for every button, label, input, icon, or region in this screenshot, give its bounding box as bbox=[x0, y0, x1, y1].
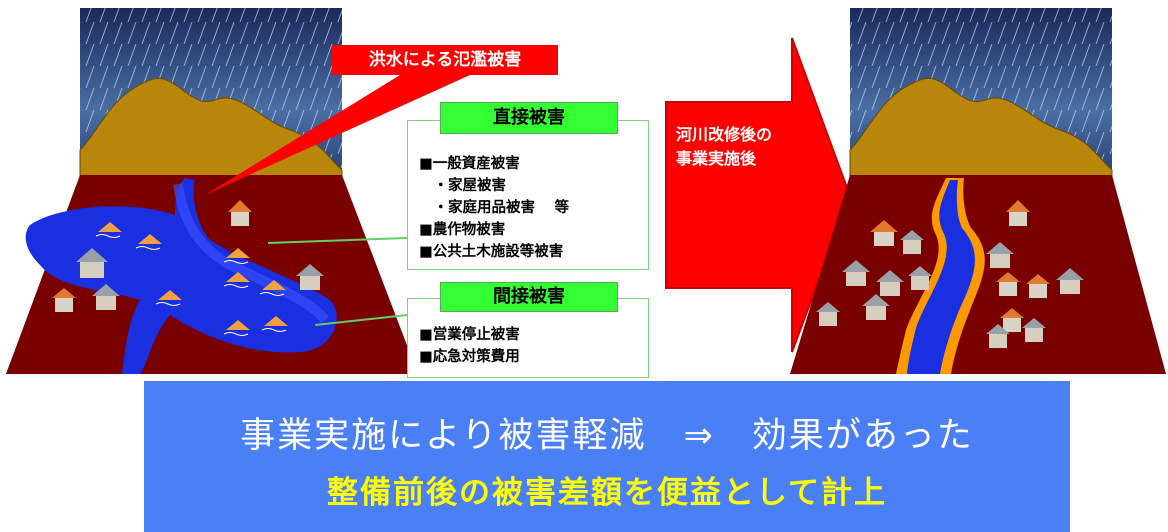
house-icon bbox=[228, 200, 252, 226]
direct-damage-line: ・家屋被害 bbox=[419, 178, 506, 194]
house-icon bbox=[816, 302, 840, 326]
house-icon bbox=[908, 266, 932, 290]
conclusion-line1: 事業実施により被害軽減 ⇒ 効果があった bbox=[240, 416, 974, 456]
direct-damage-line: ・家庭用品被害 等 bbox=[419, 200, 570, 216]
house-icon bbox=[876, 270, 904, 296]
submerged-house-icon bbox=[261, 316, 288, 332]
house-icon bbox=[1026, 274, 1050, 298]
flood-water bbox=[25, 178, 337, 374]
house-icon bbox=[92, 284, 120, 310]
house-icon bbox=[52, 288, 76, 312]
house-icon bbox=[76, 248, 108, 278]
indirect-damage-line: ■営業停止被害 bbox=[419, 327, 520, 343]
improved-river bbox=[907, 180, 975, 374]
house-icon bbox=[296, 264, 324, 290]
submerged-house-icon bbox=[223, 272, 250, 288]
conclusion-banner: 事業実施により被害軽減 ⇒ 効果があった 整備前後の被害差額を便益として計上 bbox=[144, 381, 1070, 532]
house-icon bbox=[986, 242, 1014, 268]
direct-damage-panel bbox=[407, 120, 649, 270]
direct-damage-line: ■農作物被害 bbox=[419, 222, 506, 238]
direct-damage-line: ■一般資産被害 bbox=[419, 156, 520, 172]
submerged-house-icon bbox=[223, 248, 250, 264]
connector-lines bbox=[205, 75, 470, 326]
direct-damage-title: 直接被害 bbox=[440, 102, 618, 134]
flood-damage-callout: 洪水による氾濫被害 bbox=[332, 45, 558, 75]
submerged-house-icon bbox=[95, 222, 122, 238]
house-icon bbox=[862, 294, 890, 320]
house-icon bbox=[1056, 268, 1084, 294]
house-icon bbox=[870, 220, 898, 246]
arrow-label: 河川改修後の 事業実施後 bbox=[676, 123, 816, 171]
after-scene-illustration bbox=[790, 8, 1166, 374]
submerged-house-icon bbox=[135, 234, 162, 250]
arrow-label-line1: 河川改修後の bbox=[676, 125, 773, 144]
house-icon bbox=[842, 260, 870, 286]
conclusion-line2: 整備前後の被害差額を便益として計上 bbox=[326, 475, 888, 511]
direct-damage-line: ■公共土木施設等被害 bbox=[419, 244, 564, 260]
house-icon bbox=[1022, 318, 1046, 342]
direct-pointer bbox=[267, 237, 408, 244]
submerged-house-icon bbox=[259, 280, 286, 296]
house-icon bbox=[900, 230, 924, 254]
mountain bbox=[849, 77, 1113, 181]
house-icon bbox=[1000, 308, 1024, 332]
after-scene bbox=[786, 0, 1168, 378]
house-icon bbox=[986, 324, 1010, 348]
house-icon bbox=[1006, 200, 1030, 226]
submerged-house-icon bbox=[155, 290, 182, 306]
arrow-label-line2: 事業実施後 bbox=[676, 149, 757, 168]
indirect-pointer bbox=[314, 314, 408, 326]
indirect-damage-line: ■応急対策費用 bbox=[419, 349, 520, 365]
house-icon bbox=[996, 272, 1020, 296]
indirect-damage-title: 間接被害 bbox=[440, 282, 618, 312]
callout-pointer bbox=[205, 75, 470, 195]
submerged-house-icon bbox=[223, 320, 250, 336]
